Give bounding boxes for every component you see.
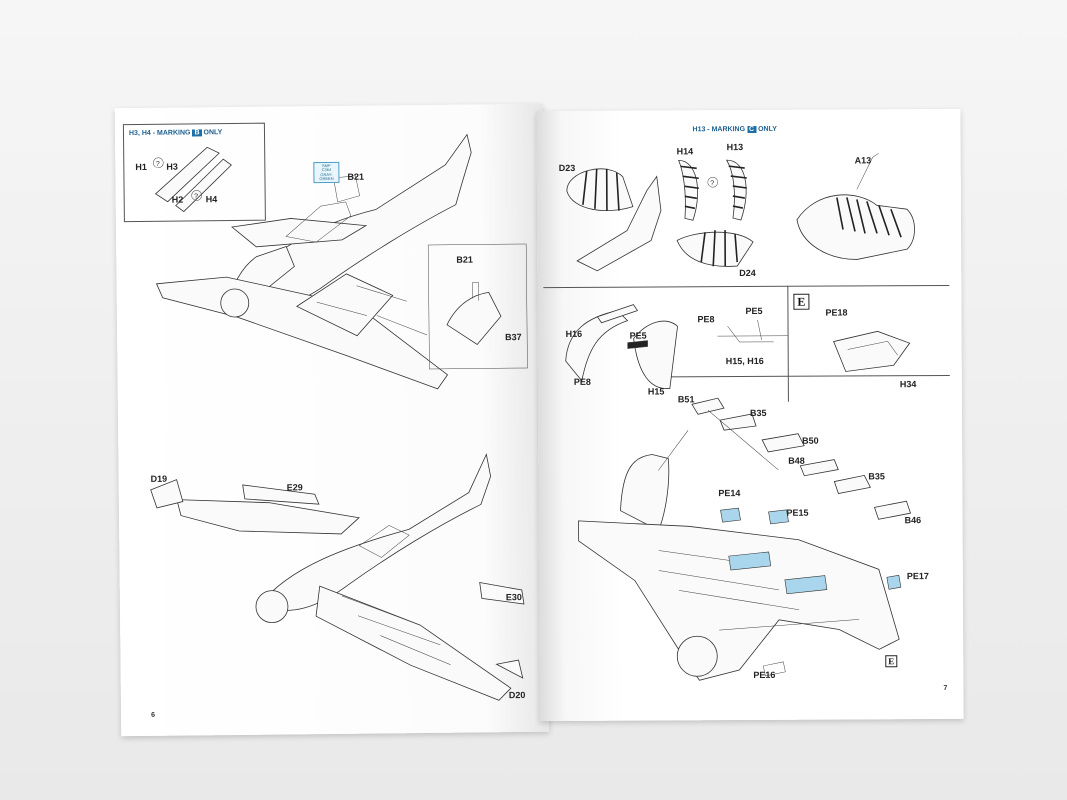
page-number: 6 — [151, 711, 156, 719]
part-label-pe8: PE8 — [573, 376, 591, 387]
part-label-b46: B46 — [904, 515, 922, 526]
part-label-h3: H3 — [166, 161, 178, 172]
part-label-h1: H1 — [135, 161, 147, 173]
svg-text:?: ? — [156, 161, 160, 168]
part-label-b48: B48 — [788, 455, 805, 466]
part-label-d19: D19 — [150, 473, 168, 484]
part-label-h2: H2 — [171, 194, 184, 205]
instruction-page-right: H13 - MARKING C ONLY ? — [536, 108, 964, 722]
part-label-d20: D20 — [508, 689, 526, 701]
section-e-marker: E — [885, 655, 898, 668]
part-label-pe5: PE5 — [629, 330, 647, 341]
part-label-b50: B50 — [802, 435, 819, 446]
part-label-h13: H13 — [726, 142, 744, 153]
part-label-b35-lower: B35 — [868, 471, 885, 482]
part-label-b21: B21 — [347, 171, 365, 182]
part-label-h16: H16 — [565, 328, 583, 339]
part-label-b37: B37 — [505, 332, 522, 343]
part-label-h14: H14 — [676, 146, 694, 157]
part-label-pe16: PE16 — [753, 669, 776, 680]
paint-tag-line: GRAY-GREEN — [319, 171, 334, 182]
part-label-h15-h16: H15, H16 — [725, 355, 764, 367]
instruction-page-left: H3, H4 - MARKING B ONLY ? ? — [114, 103, 550, 737]
part-label-pe8-detail: PE8 — [697, 314, 715, 325]
part-label-h15: H15 — [647, 386, 665, 397]
canopy-parts-drawing: ? ? — [150, 133, 528, 701]
page-number: 7 — [943, 684, 948, 692]
part-label-a13: A13 — [854, 155, 872, 166]
part-label-h4: H4 — [205, 194, 218, 205]
paint-callout-tag: SMP C364 GRAY-GREEN — [313, 161, 340, 184]
svg-text:?: ? — [710, 180, 714, 187]
part-label-pe18: PE18 — [825, 307, 848, 318]
part-label-pe14: PE14 — [718, 488, 741, 499]
part-label-pe17: PE17 — [906, 571, 929, 582]
part-label-d23: D23 — [558, 162, 576, 173]
part-label-e30: E30 — [505, 592, 522, 603]
part-label-b35: B35 — [749, 407, 767, 418]
part-label-b51: B51 — [677, 394, 695, 405]
part-label-pe5-detail: PE5 — [745, 305, 763, 317]
svg-text:?: ? — [194, 193, 198, 200]
part-label-e29: E29 — [286, 482, 303, 493]
section-e-marker: E — [793, 293, 810, 310]
assembly-drawing: ? — [565, 153, 915, 681]
part-label-d24: D24 — [739, 267, 756, 279]
part-label-h34: H34 — [899, 379, 917, 390]
part-label-b21-inset: B21 — [456, 254, 473, 265]
part-label-pe15: PE15 — [786, 507, 809, 518]
